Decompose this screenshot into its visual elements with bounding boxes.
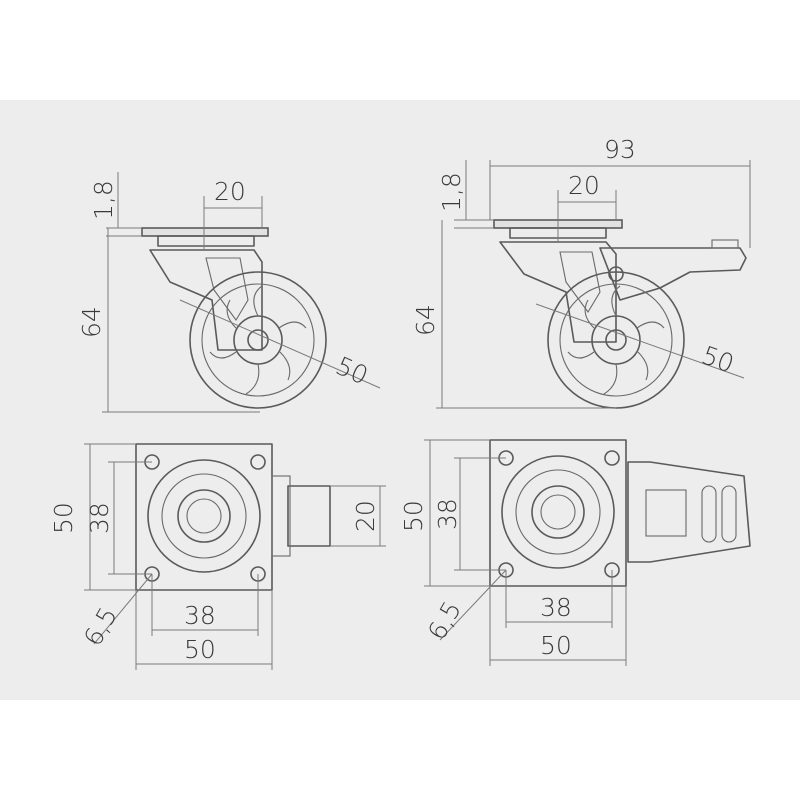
wheel-rim [201,283,315,397]
bearing-outer [147,459,261,573]
brake-lever [599,247,747,301]
mounting-hole [250,454,266,470]
wheel-outer [189,271,327,409]
bearing-inner [531,485,585,539]
dim-hole-spacing-horizontal: 38 [184,601,216,630]
wheel-top [287,485,331,547]
dim-wheel-width: 20 [351,500,380,532]
mounting-hole [604,450,620,466]
bearing-ring [157,235,255,247]
dim-plate-width: 50 [184,635,216,664]
wheel-spokes [209,285,307,395]
wheel-spokes [567,285,665,395]
bearing-core [540,494,576,530]
view-bottom-left: 50 38 20 6,5 38 50 [49,443,386,670]
bearing-core [186,498,222,534]
dim-hole-spacing-vertical: 38 [85,502,114,534]
dim-plate-height: 50 [49,502,78,534]
bearing-outer [501,455,615,569]
wheel-rim [559,283,673,397]
top-plate [141,227,269,237]
axle [605,329,627,351]
bearing-mid [515,469,601,555]
dim-plate-width: 50 [540,631,572,660]
drawing-frame [0,100,800,700]
axle [247,329,269,351]
dim-plate-hole: 20 [214,177,246,206]
bearing-inner [177,489,231,543]
dim-overall-length: 93 [604,135,636,164]
fork [149,249,263,351]
fork-inner [205,257,249,321]
dim-plate-thickness: 1,8 [437,172,466,212]
dim-height: 64 [411,304,440,336]
fork [499,241,617,343]
dim-plate-height: 50 [399,500,428,532]
fork-inner [559,251,601,313]
dim-height: 64 [77,306,106,338]
dim-plate-hole: 20 [568,171,600,200]
view-top-left: 1,8 20 64 50 [77,172,381,413]
brake-tab [711,239,739,249]
dim-plate-thickness: 1,8 [89,180,118,220]
dim-hole-spacing-vertical: 38 [433,498,462,530]
brake-housing [645,489,687,537]
fork-leg [271,475,291,557]
brake-pivot [608,266,624,282]
dim-hole-spacing-horizontal: 38 [540,593,572,622]
brake-pedal [627,461,751,563]
bearing-mid [161,473,247,559]
mounting-plate [489,439,627,587]
pedal-grip [701,485,737,543]
